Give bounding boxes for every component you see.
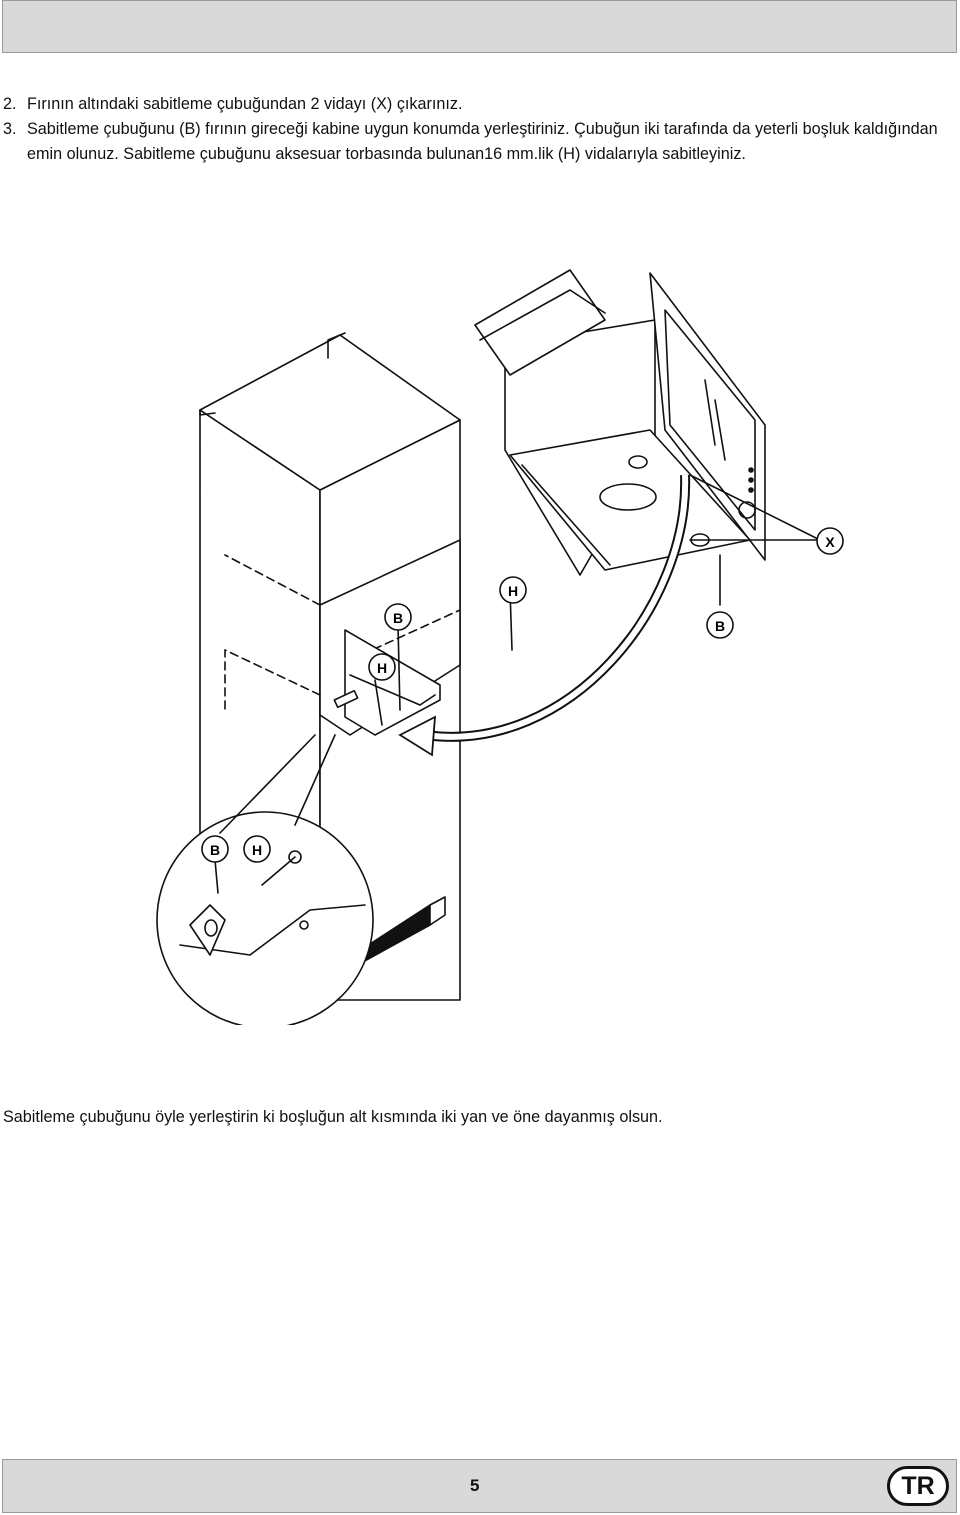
step-text: Sabitleme çubuğunu (B) fırının gireceği … bbox=[27, 120, 938, 163]
label-text: H bbox=[508, 583, 518, 599]
label-text: H bbox=[377, 660, 387, 676]
instruction-steps: 2. Fırının altındaki sabitleme çubuğunda… bbox=[3, 92, 957, 167]
label-b: B bbox=[706, 611, 734, 639]
label-h: H bbox=[499, 576, 527, 604]
zoom-detail bbox=[156, 734, 374, 1025]
label-h: H bbox=[368, 653, 396, 681]
step-3: 3. Sabitleme çubuğunu (B) fırının girece… bbox=[3, 117, 957, 167]
step-number: 2. bbox=[3, 95, 17, 113]
oven bbox=[474, 269, 766, 576]
label-b: B bbox=[384, 603, 412, 631]
placement-note: Sabitleme çubuğunu öyle yerleştirin ki b… bbox=[3, 1108, 663, 1126]
header-bar bbox=[2, 0, 957, 53]
language-badge: TR bbox=[887, 1466, 949, 1506]
installation-diagram: X H B B H B H bbox=[156, 269, 844, 1025]
label-text: X bbox=[825, 534, 835, 550]
label-x: X bbox=[816, 527, 844, 555]
step-number: 3. bbox=[3, 120, 17, 138]
step-2: 2. Fırının altındaki sabitleme çubuğunda… bbox=[3, 92, 957, 117]
label-text: B bbox=[393, 610, 403, 626]
label-text: B bbox=[715, 618, 725, 634]
footer-bar bbox=[2, 1459, 957, 1513]
arrow-icon bbox=[398, 474, 691, 757]
page-number: 5 bbox=[470, 1476, 480, 1495]
step-text: Fırının altındaki sabitleme çubuğundan 2… bbox=[27, 95, 463, 113]
label-text: H bbox=[252, 842, 262, 858]
label-text: B bbox=[210, 842, 220, 858]
label-b: B bbox=[201, 835, 229, 863]
label-h: H bbox=[243, 835, 271, 863]
